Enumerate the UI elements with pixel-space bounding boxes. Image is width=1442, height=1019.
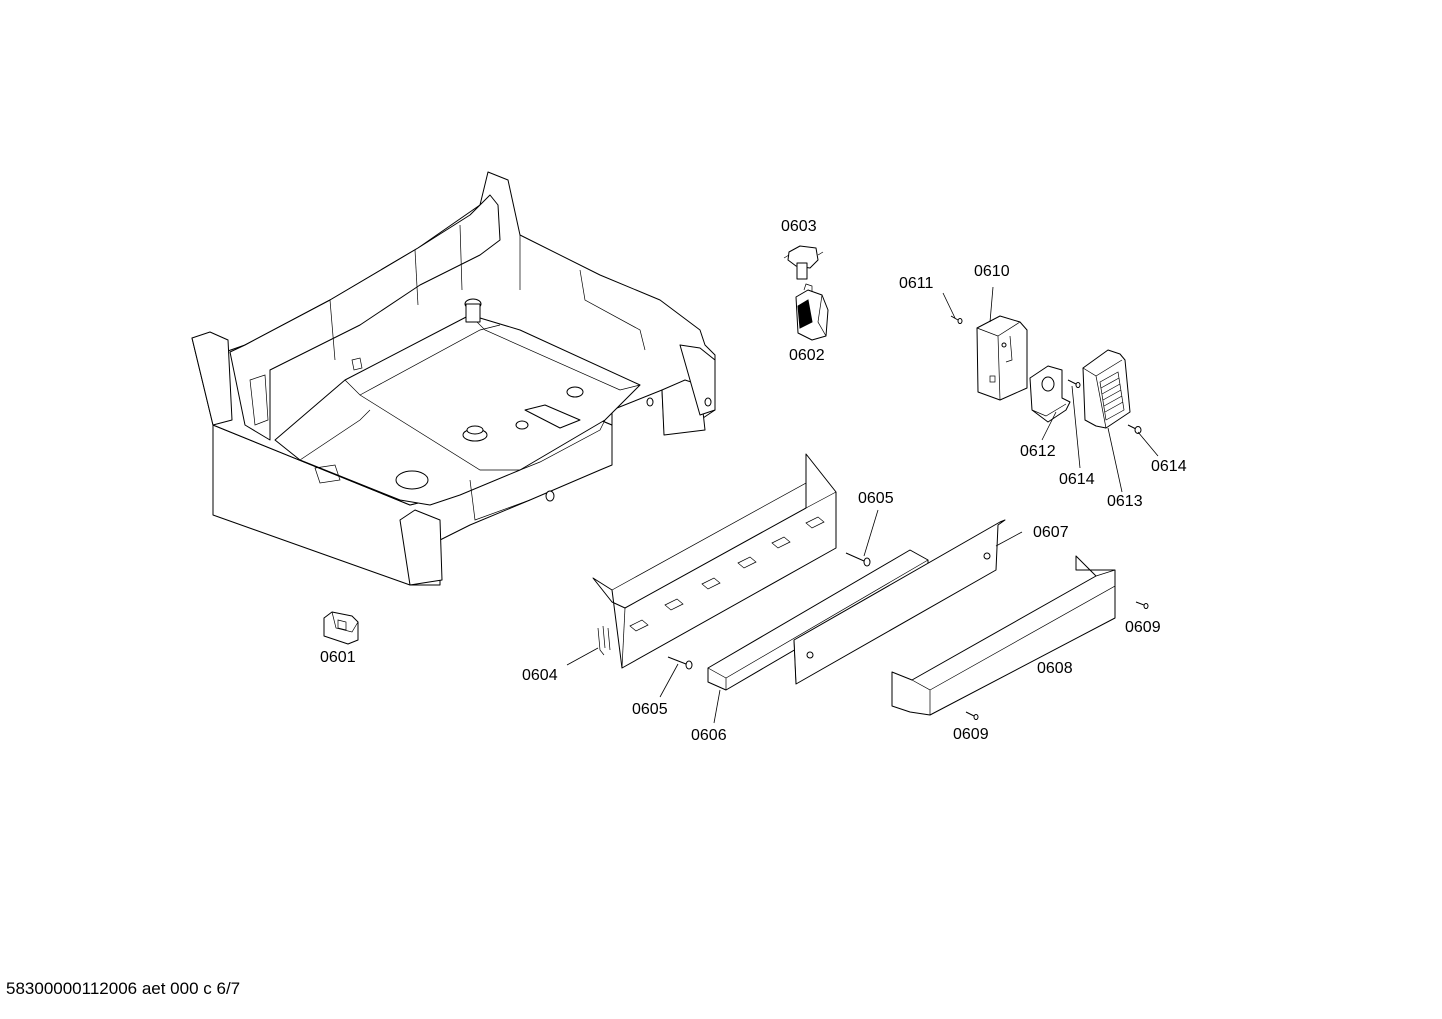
document-code-label: 58300000112006 aet 000 c 6/7 [6,979,241,998]
callout-0603: 0603 [781,218,817,235]
screw-part-0609b [965,711,979,720]
callout-0611: 0611 [899,275,934,292]
callout-0610: 0610 [974,263,1010,280]
valve-part [783,245,824,280]
plinth-panel-part [793,519,1006,685]
switch-part [795,283,829,341]
callout-0612: 0612 [1020,443,1056,460]
cover-grille-part [1082,349,1131,429]
screw-part-0614b [1127,424,1142,434]
screw-part-0611 [950,315,963,324]
callout-0602: 0602 [789,347,825,364]
callout-0606: 0606 [691,727,727,744]
callout-0607: 0607 [1033,524,1069,541]
base-frame-part [191,171,716,586]
mounting-plate-part [1029,365,1071,423]
callout-0614-left: 0614 [1059,471,1095,488]
screw-part-0609a [1135,601,1149,609]
callout-0609-right: 0609 [1125,619,1161,636]
plinth-trim-part [891,555,1116,716]
screw-part-lower [667,656,693,670]
callout-labels: 0601 0602 0603 0604 0605 0605 0606 0607 … [320,218,1187,744]
bracket-part [976,315,1028,401]
callout-0608: 0608 [1037,660,1073,677]
clip-block-part [323,611,359,645]
callout-0601: 0601 [320,649,356,666]
callout-0613: 0613 [1107,493,1143,510]
plinth-channel-part [592,453,837,669]
screw-part-upper [845,552,871,567]
callout-0605-upper: 0605 [858,490,894,507]
callout-0609-lower: 0609 [953,726,989,743]
callout-0604: 0604 [522,667,558,684]
leader-lines [566,286,1159,724]
screw-part-0614a [1067,379,1081,388]
callout-0614-right: 0614 [1151,458,1187,475]
callout-0605-lower: 0605 [632,701,668,718]
